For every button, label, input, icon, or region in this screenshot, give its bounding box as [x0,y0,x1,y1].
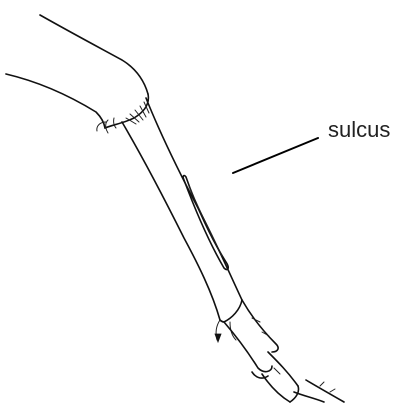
third-segment [224,300,278,378]
sulcus-leader-line [233,138,318,173]
basal-segment [6,15,148,133]
sulcus-label: sulcus [328,117,390,142]
long-segment [122,98,242,342]
terminal-segment [294,380,344,402]
sulcus-groove [183,176,228,270]
